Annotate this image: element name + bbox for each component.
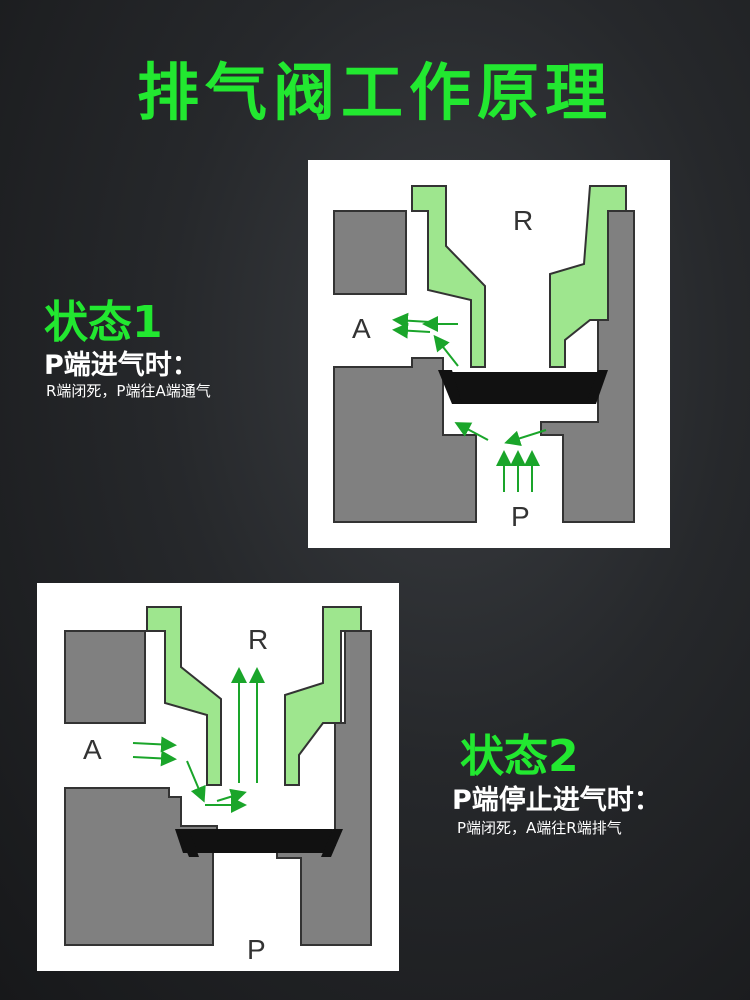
state1-subtitle: P端进气时：: [44, 350, 199, 381]
port-a-label: A: [352, 313, 371, 344]
diaphragm-lip-left: [177, 829, 199, 857]
diaphragm-lip-right: [586, 370, 608, 404]
diaphragm-lip-left: [438, 370, 462, 404]
flow-arrow: [392, 312, 431, 329]
flow-arrow: [132, 750, 177, 767]
port-p-label: P: [511, 501, 530, 532]
state1-title: 状态1: [44, 297, 163, 348]
flow-arrow: [454, 422, 489, 441]
diaphragm-lip-right: [321, 829, 343, 857]
left-seal: [411, 185, 486, 368]
valve-body-lower-left: [333, 357, 477, 523]
state2-description: P端闭死，A端往R端排气: [457, 819, 622, 837]
flow-arrow: [216, 788, 247, 805]
valve-body-upper-left: [333, 210, 407, 295]
diaphragm: [446, 372, 602, 404]
left-seal: [146, 606, 222, 786]
flow-arrow: [132, 736, 177, 753]
state2-diagram: R A P: [37, 583, 399, 971]
port-p-label: P: [247, 934, 266, 965]
flow-arrow: [392, 322, 431, 339]
valve-body-lower-left: [64, 787, 218, 946]
flow-arrow: [433, 334, 459, 367]
flow-arrow: [504, 429, 547, 447]
page-title: 排气阀工作原理: [136, 56, 613, 129]
state2-subtitle: P端停止进气时：: [452, 785, 661, 816]
right-seal: [549, 185, 627, 368]
port-a-label: A: [83, 734, 102, 765]
right-seal: [284, 606, 362, 786]
port-r-label: R: [248, 624, 268, 655]
state1-description: R端闭死，P端往A端通气: [46, 382, 211, 400]
state1-diagram: R A P: [308, 160, 670, 548]
flow-arrow: [186, 760, 206, 803]
valve-body-upper-left: [64, 630, 146, 724]
diaphragm: [175, 829, 333, 853]
state2-title: 状态2: [460, 731, 579, 782]
port-r-label: R: [513, 205, 533, 236]
